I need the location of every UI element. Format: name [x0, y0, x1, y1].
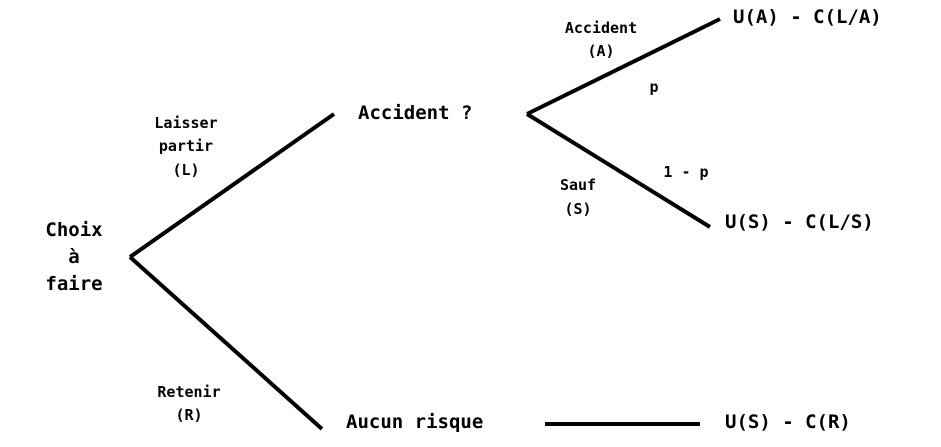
- root-label-line-2: à: [68, 246, 79, 268]
- probability-accident: p: [649, 78, 658, 96]
- edge-safe: [525, 112, 712, 229]
- outcome-accident: U(A) - C(L/A): [733, 6, 882, 28]
- chance-node-label: Accident ?: [358, 102, 472, 124]
- no-risk-node-label: Aucun risque: [346, 411, 483, 433]
- root-label-line-1: Choix: [45, 219, 102, 241]
- accident-label-line-1: Accident: [565, 19, 637, 37]
- root-label-line-3: faire: [45, 273, 102, 295]
- leave-label-line-1: Laisser: [154, 114, 217, 132]
- retain-label-line-2: (R): [175, 406, 202, 424]
- outcome-retain: U(S) - C(R): [725, 411, 851, 433]
- leave-label-line-3: (L): [172, 161, 199, 179]
- outcome-safe: U(S) - C(L/S): [725, 211, 874, 233]
- edge-leave: [128, 112, 336, 259]
- edge-retain: [128, 255, 324, 431]
- safe-label-line-2: (S): [564, 200, 591, 218]
- retain-label-line-1: Retenir: [157, 383, 220, 401]
- leave-label-line-2: partir: [159, 137, 213, 155]
- safe-label-line-1: Sauf: [560, 176, 596, 194]
- accident-label-line-2: (A): [587, 42, 614, 60]
- probability-safe: 1 - p: [663, 163, 708, 181]
- edge-accident: [526, 17, 721, 116]
